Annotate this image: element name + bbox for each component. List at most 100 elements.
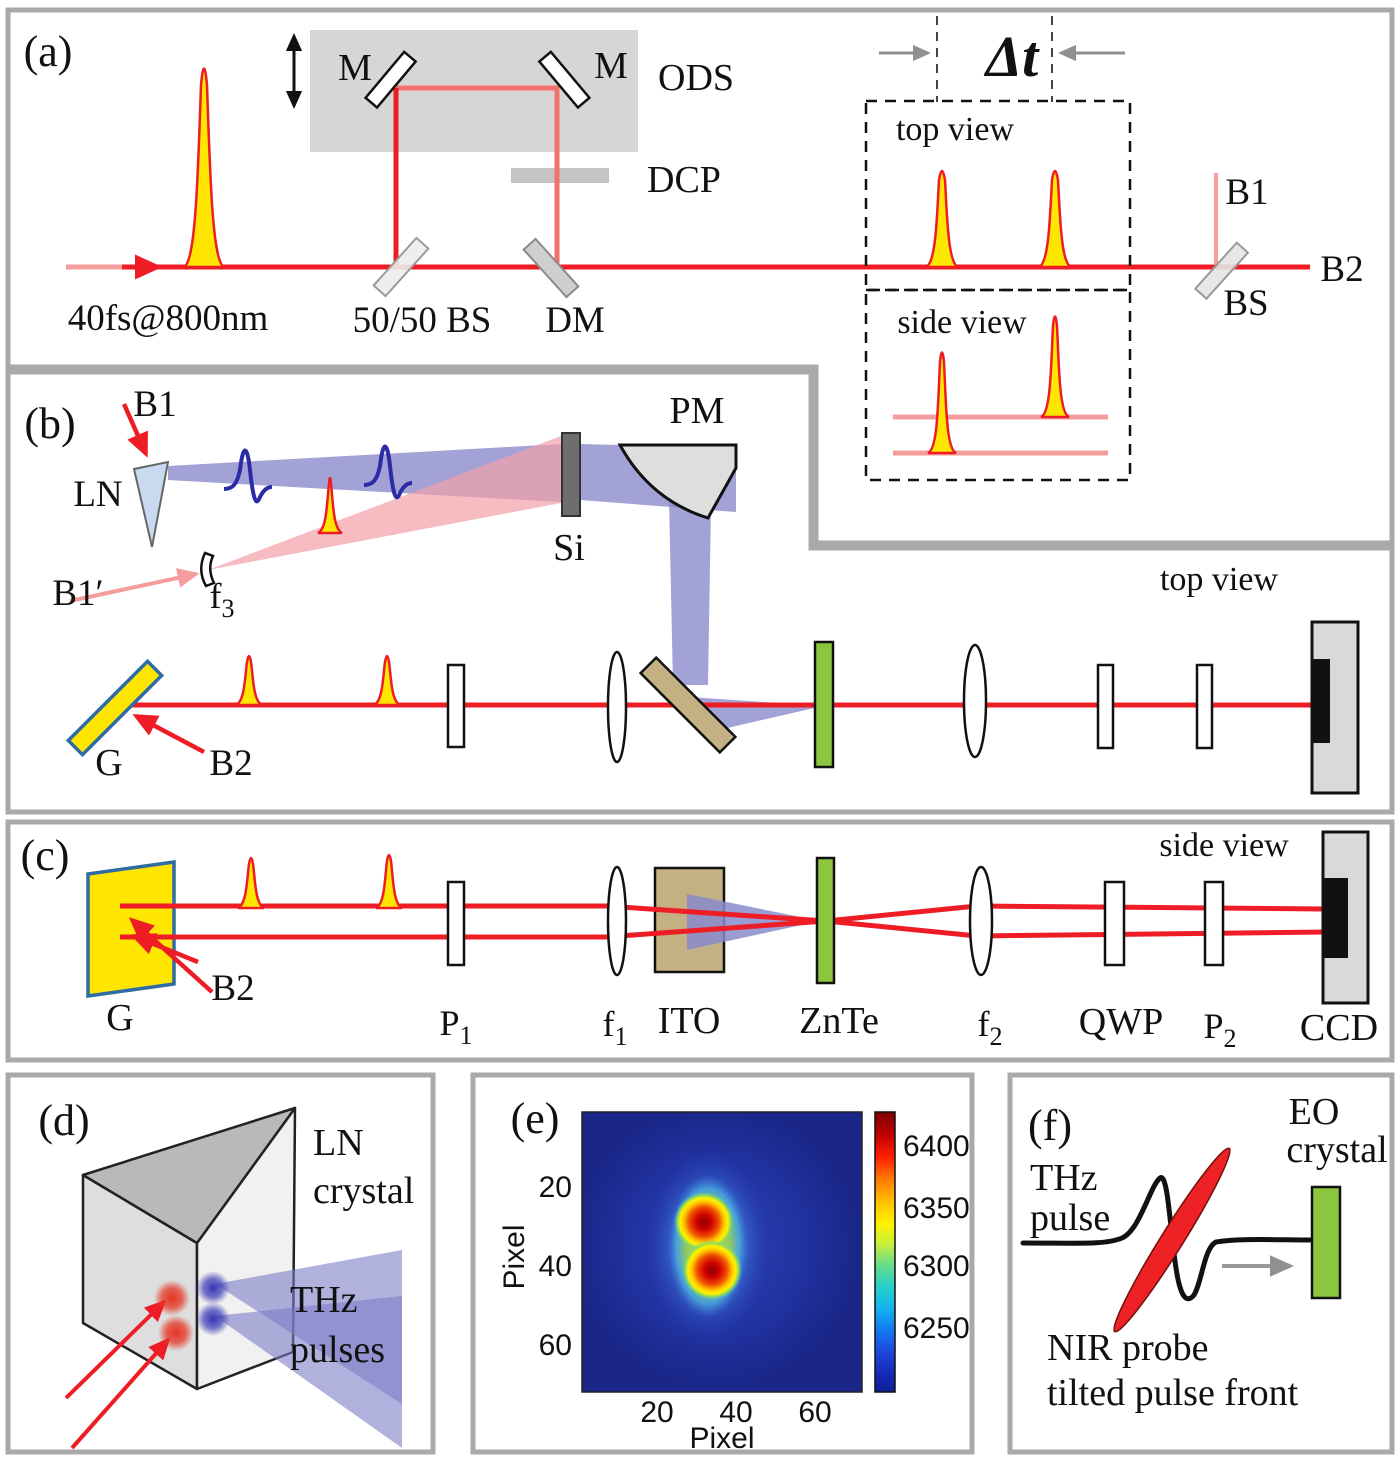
nir-probe-label-2: tilted pulse front xyxy=(1047,1372,1299,1414)
b1-arrow-icon xyxy=(121,403,149,458)
beamsplitter-5050 xyxy=(372,236,430,298)
y-tick-20: 20 xyxy=(539,1171,572,1204)
b1-prime-label: B1′ xyxy=(52,573,103,614)
f2-label: f2 xyxy=(978,1004,1003,1051)
b1-label: B1 xyxy=(1225,172,1268,213)
grating-label-c: G xyxy=(106,997,133,1039)
cbar-tick-6400: 6400 xyxy=(903,1130,970,1163)
lens-f1-c xyxy=(606,865,628,977)
thz-pulse-label-1: THz xyxy=(1030,1157,1098,1199)
ito-label: ITO xyxy=(658,1000,721,1042)
x-axis-label: Pixel xyxy=(689,1422,754,1455)
p2-label: P2 xyxy=(1203,1006,1236,1053)
polarizer-p2-c xyxy=(1203,880,1225,967)
panel-c-border xyxy=(5,819,1395,1063)
panel-a: (a) 40fs@800nm 50/50 BS DM M M ODS DCP Δ… xyxy=(24,16,1364,482)
lens-f2-c xyxy=(968,865,994,977)
thz-pulse-label-2: pulse xyxy=(1030,1197,1110,1239)
heatmap-hotspot-1 xyxy=(674,1192,734,1252)
beam-pulse-1-c xyxy=(237,856,265,910)
panel-d-label: (d) xyxy=(38,1096,89,1145)
pump-arrow-1-icon xyxy=(64,1299,167,1400)
tilted-pulse-front xyxy=(1113,1147,1231,1333)
panel-a-label: (a) xyxy=(24,27,73,76)
ln-crystal-top-face xyxy=(81,1106,297,1245)
f3-base: f xyxy=(210,576,222,616)
pickoff-beamsplitter xyxy=(1193,241,1250,301)
ods-label: ODS xyxy=(658,57,734,99)
ccd-label: CCD xyxy=(1300,1007,1378,1049)
si-wafer xyxy=(561,432,581,517)
grating xyxy=(65,658,165,758)
p1-label: P1 xyxy=(439,1003,472,1050)
dm-mirror xyxy=(522,237,580,299)
f2-sub: 2 xyxy=(990,1022,1003,1051)
dcp-label: DCP xyxy=(647,159,721,201)
eo-crystal-label-2: crystal xyxy=(1286,1129,1387,1171)
input-pulse xyxy=(183,67,225,269)
thz-pulses-label-2: pulses xyxy=(290,1329,385,1371)
grating-c xyxy=(86,859,176,999)
f3-label: f3 xyxy=(210,576,235,623)
eo-crystal xyxy=(1310,1185,1342,1300)
nir-probe-label-1: NIR probe xyxy=(1047,1327,1208,1369)
znte-crystal xyxy=(813,640,835,769)
thz-waveform-2 xyxy=(363,444,413,500)
grating-label: G xyxy=(95,742,122,784)
qwp-plate-c xyxy=(1103,880,1126,967)
b2-arrow-icon xyxy=(132,714,206,754)
b2-label: B2 xyxy=(1320,249,1363,290)
x-tick-40: 40 xyxy=(719,1396,752,1429)
panel-b: (b) B1 LN B1′ f3 Si PM top view G B2 xyxy=(24,384,1360,795)
polarizer-p1 xyxy=(446,663,466,749)
top-view-label: top view xyxy=(896,111,1014,148)
thz-focus-cone xyxy=(687,894,820,950)
probe-beam-cone xyxy=(208,436,561,570)
panel-c: (c) G B2 P1 f1 ITO ZnTe f2 QWP P2 CCD si… xyxy=(21,827,1378,1053)
p1-sub: 1 xyxy=(460,1021,473,1050)
ito-mirror xyxy=(638,655,738,755)
x-tick-20: 20 xyxy=(640,1396,673,1429)
f1-base: f xyxy=(603,1004,615,1044)
side-view-label: side view xyxy=(897,304,1027,341)
panel-e-label: (e) xyxy=(511,1094,560,1143)
thz-spot-1 xyxy=(196,1271,230,1305)
side-view-label-c: side view xyxy=(1159,827,1289,864)
pm-label: PM xyxy=(670,390,725,432)
thz-cone-2 xyxy=(215,1296,402,1448)
beam-pulse-1 xyxy=(235,654,263,707)
probe-pulse xyxy=(317,476,343,535)
si-label: Si xyxy=(553,527,585,569)
panel-d: (d) LN crystal THz pulses xyxy=(38,1096,414,1450)
polarizer-p1-c xyxy=(446,880,466,967)
delta-t-label: Δt xyxy=(984,24,1040,89)
b2-arrow-2-icon xyxy=(130,933,199,965)
panel-f: (f) THz pulse EO crystal NIR probe tilte… xyxy=(1020,1091,1388,1414)
beam-pulse-2 xyxy=(373,654,401,707)
dcp-plate xyxy=(511,168,609,183)
side-view-pulse-2 xyxy=(1040,315,1070,419)
b2-arrow-1-icon xyxy=(128,917,214,994)
panel-borders xyxy=(5,7,1395,1455)
znte-crystal-c xyxy=(815,856,836,985)
side-view-pulse-1 xyxy=(927,351,957,455)
thz-waveform-1 xyxy=(223,448,273,504)
mirror-m2-label: M xyxy=(594,45,628,87)
p2-sub: 2 xyxy=(1224,1024,1237,1053)
eo-crystal-label-1: EO xyxy=(1289,1091,1340,1133)
delayed-beam-path xyxy=(396,85,560,267)
b2-label-b: B2 xyxy=(209,743,252,784)
thz-pulses-label-1: THz xyxy=(290,1279,358,1321)
ln-crystal-label-1: LN xyxy=(313,1122,364,1164)
beamsplitter-label: 50/50 BS xyxy=(353,300,492,341)
y-tick-60: 60 xyxy=(539,1329,572,1362)
f1-label: f1 xyxy=(603,1004,628,1051)
b2-label-c: B2 xyxy=(211,968,254,1009)
y-tick-40: 40 xyxy=(539,1250,572,1283)
bs-label: BS xyxy=(1223,283,1268,324)
panel-b-border xyxy=(5,369,1395,815)
panel-d-border xyxy=(5,1072,436,1455)
f3-lens xyxy=(200,551,216,588)
f3-sub: 3 xyxy=(222,594,235,623)
